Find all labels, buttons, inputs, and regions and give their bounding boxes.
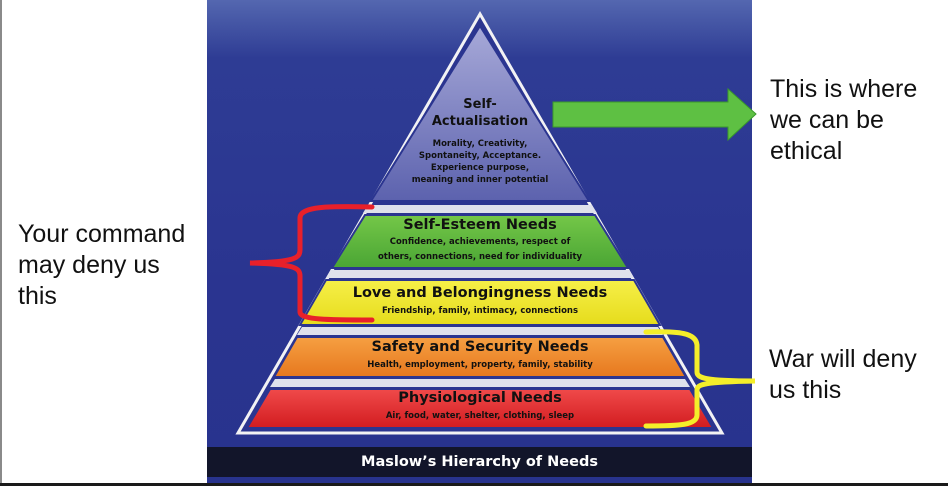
- level-physiological: [245, 388, 715, 429]
- level-title-physiological: Physiological Needs: [398, 390, 562, 406]
- level-desc-love-belonging: Friendship, family, intimacy, connection…: [381, 306, 579, 316]
- annotation-command: Your command may deny us this: [18, 219, 185, 312]
- level-title-safety-security: Safety and Security Needs: [371, 339, 589, 355]
- annotation-command-line: may deny us: [18, 251, 160, 279]
- yellow-brace-icon: [643, 329, 756, 429]
- level-desc-safety-security: Health, employment, property, family, st…: [367, 360, 593, 370]
- level-self-actualisation: [369, 24, 591, 202]
- annotation-ethical-line: ethical: [770, 137, 843, 165]
- level-title-self-esteem: Self-Esteem Needs: [403, 217, 557, 233]
- annotation-command-line: Your command: [18, 220, 186, 248]
- annotation-ethical-line: This is where: [770, 75, 918, 103]
- annotation-war: War will deny us this: [769, 344, 917, 406]
- level-title-love-belonging: Love and Belongingness Needs: [352, 285, 608, 301]
- slide-border-left: [0, 0, 2, 486]
- level-desc-self-actualisation-4: meaning and inner potential: [411, 175, 549, 185]
- level-desc-self-esteem-2: others, connections, need for individual…: [377, 252, 583, 262]
- level-desc-self-esteem-1: Confidence, achievements, respect of: [389, 237, 571, 247]
- annotation-war-line: us this: [769, 376, 842, 404]
- green-arrow-icon: [552, 87, 757, 142]
- red-brace-icon: [249, 204, 375, 323]
- level-desc-self-actualisation-1: Morality, Creativity,: [432, 139, 528, 149]
- level-title-self-actualisation-line2: Actualisation: [431, 114, 529, 129]
- caption-band: [207, 447, 752, 477]
- level-love-belonging: [298, 279, 662, 326]
- diagram-caption: Maslow’s Hierarchy of Needs: [361, 454, 598, 470]
- band-separators: [270, 205, 690, 387]
- level-title-self-actualisation-line1: Self-: [463, 97, 497, 112]
- level-desc-physiological: Air, food, water, shelter, clothing, sle…: [385, 411, 575, 421]
- level-desc-self-actualisation-2: Spontaneity, Acceptance.: [418, 151, 542, 161]
- annotation-ethical: This is where we can be ethical: [770, 74, 917, 167]
- annotation-war-line: War will deny: [769, 345, 917, 373]
- level-self-esteem: [330, 214, 630, 269]
- annotation-ethical-line: we can be: [770, 106, 884, 134]
- annotation-command-line: this: [18, 282, 57, 310]
- slide-border-bottom: [0, 483, 948, 486]
- level-safety-security: [272, 336, 688, 378]
- level-desc-self-actualisation-3: Experience purpose,: [430, 163, 530, 173]
